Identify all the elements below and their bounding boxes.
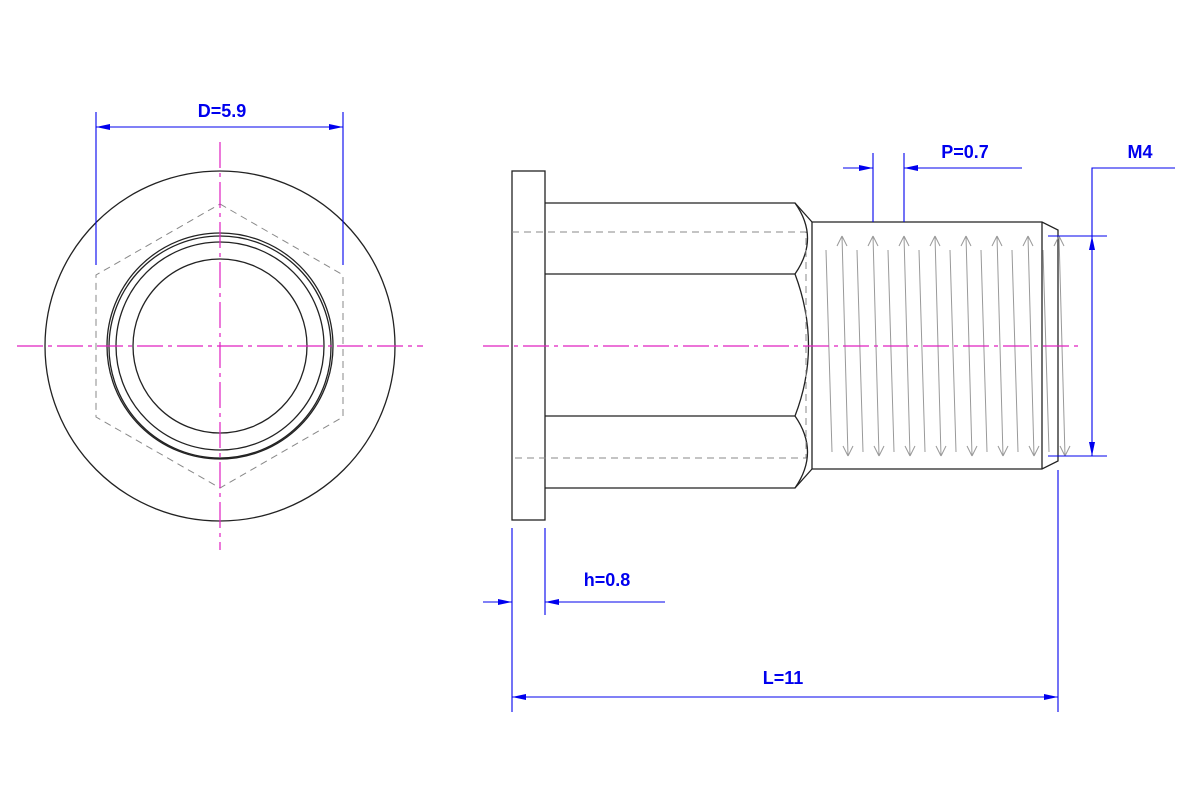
hidden-bore	[512, 231, 807, 459]
thread-line	[980, 235, 1009, 457]
end-view: D=5.9	[17, 101, 423, 550]
thread-shank	[811, 221, 1059, 470]
m4-dimension-label: M4	[1127, 142, 1152, 162]
h-dimension-label: h=0.8	[584, 570, 631, 590]
l-dimension-label: L=11	[763, 668, 804, 688]
d-dimension-label: D=5.9	[198, 101, 247, 121]
p-dimension-label: P=0.7	[941, 142, 989, 162]
thread-line	[1011, 235, 1040, 457]
m4-leader	[1091, 167, 1175, 236]
side-view: P=0.7 M4 h=0.8 L=11	[483, 142, 1175, 712]
